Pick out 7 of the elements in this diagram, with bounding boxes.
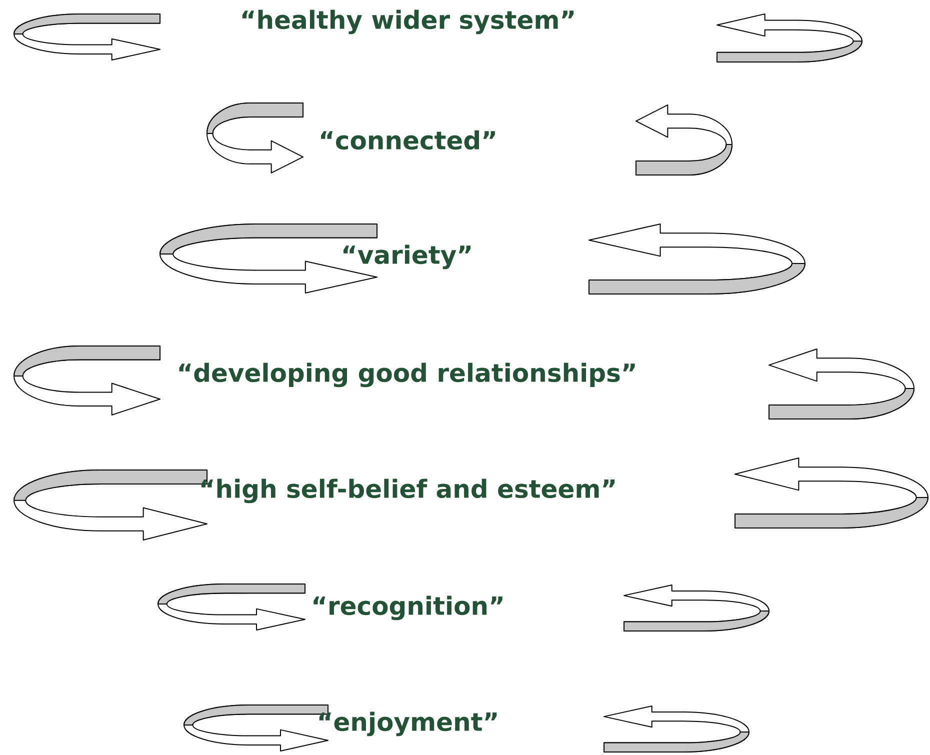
quoted-phrase: “developing good relationships” bbox=[179, 362, 635, 388]
quoted-phrase: “variety” bbox=[344, 244, 470, 270]
quoted-phrase: “recognition” bbox=[314, 596, 502, 620]
quoted-phrase: “high self-belief and esteem” bbox=[201, 478, 615, 504]
quoted-phrase: “enjoyment” bbox=[319, 712, 497, 736]
quoted-phrase: “healthy wider system” bbox=[242, 10, 574, 34]
quoted-phrase: “connected” bbox=[321, 130, 495, 150]
